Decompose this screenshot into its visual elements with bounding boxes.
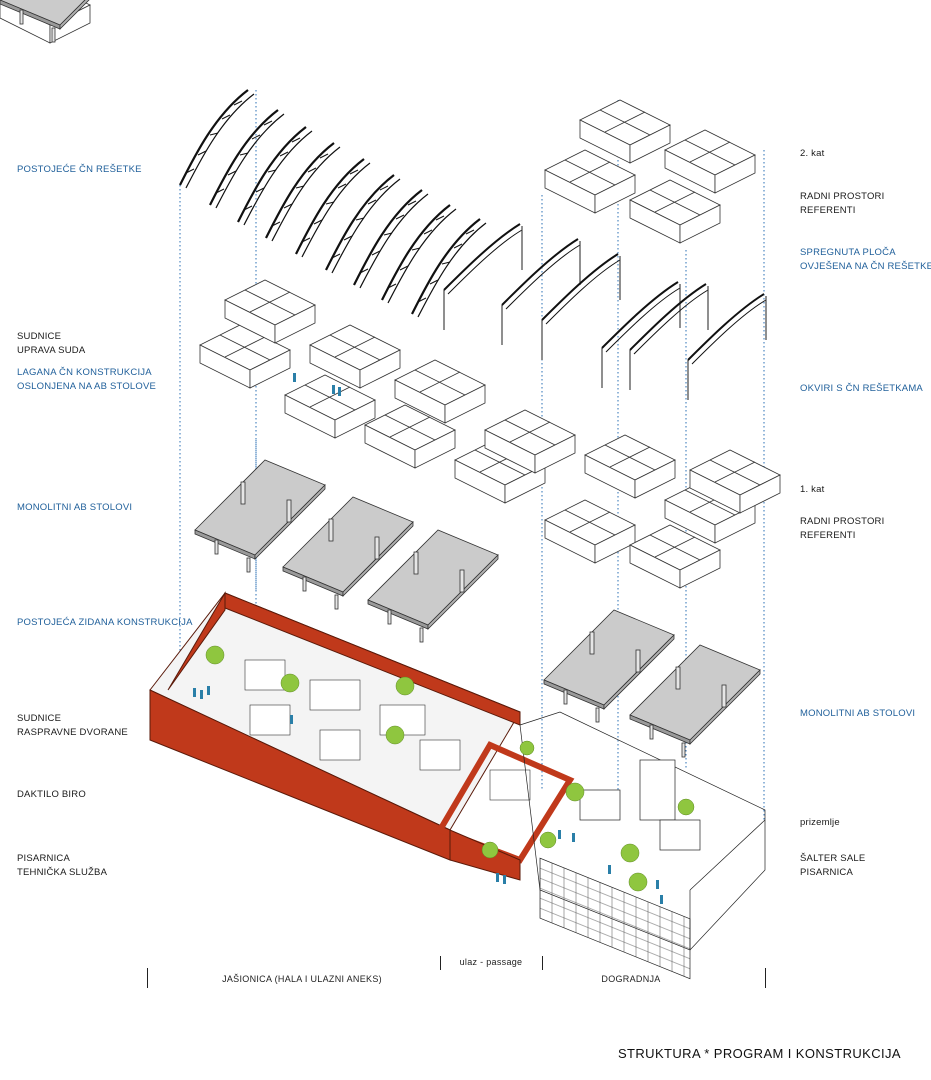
section-label-ulaz-passage: ulaz - passage	[459, 957, 523, 967]
label-kat-1: 1. kat	[800, 484, 825, 495]
trees	[205, 645, 695, 892]
existing-trusses	[0, 0, 488, 319]
office-modules	[0, 0, 781, 589]
glass-extension	[519, 711, 766, 980]
section-tick-passage-right	[542, 956, 543, 970]
concrete-slabs	[0, 0, 761, 758]
label-radni-prostori-referenti-2: RADNI PROSTORI REFERENTI	[800, 191, 885, 216]
label-postojece-cn-resetke: POSTOJEĆE ČN REŠETKE	[17, 164, 142, 175]
page-title: STRUKTURA * PROGRAM I KONSTRUKCIJA	[617, 1046, 901, 1061]
label-monolitni-ab-stolovi-left: MONOLITNI AB STOLOVI	[17, 502, 133, 513]
section-tick-right	[765, 968, 766, 988]
label-pisarnica-tehnicka-sluzba: PISARNICA TEHNIČKA SLUŽBA	[17, 853, 108, 878]
brick-building	[149, 591, 575, 881]
label-radni-prostori-referenti-1: RADNI PROSTORI REFERENTI	[800, 516, 885, 541]
label-lagana-cn-konstrukcija: LAGANA ČN KONSTRUKCIJA OSLONJENA NA AB S…	[17, 367, 157, 392]
label-postojeca-zidana-konstrukcija: POSTOJEĆA ZIDANA KONSTRUKCIJA	[17, 617, 193, 628]
label-salter-sale-pisarnica: ŠALTER SALE PISARNICA	[800, 853, 866, 878]
label-monolitni-ab-stolovi-right: MONOLITNI AB STOLOVI	[800, 708, 916, 719]
section-tick-passage-left	[440, 956, 441, 970]
second-floor-modules	[544, 99, 756, 244]
label-sudnice-rasprawne-dvorane: SUDNICE RASPRAVNE DVORANE	[17, 713, 128, 738]
label-prizemlje: prizemlje	[800, 817, 840, 828]
label-daktilo-biro: DAKTILO BIRO	[17, 789, 86, 800]
label-spregnuta-ploca: SPREGNUTA PLOČA OVJEŠENA NA ČN REŠETKE	[800, 247, 931, 272]
label-kat-2: 2. kat	[800, 148, 825, 159]
interior-rooms	[244, 659, 531, 801]
people	[193, 373, 663, 904]
section-label-dogradnja: DOGRADNJA	[601, 974, 661, 984]
label-okviri-s-cn-resetkama: OKVIRI S ČN REŠETKAMA	[800, 383, 923, 394]
label-sudnice-uprava-suda: SUDNICE UPRAVA SUDA	[17, 331, 86, 356]
section-label-jasionica: JAŠIONICA (HALA I ULAZNI ANEKS)	[222, 974, 382, 984]
section-tick-left	[147, 968, 148, 988]
